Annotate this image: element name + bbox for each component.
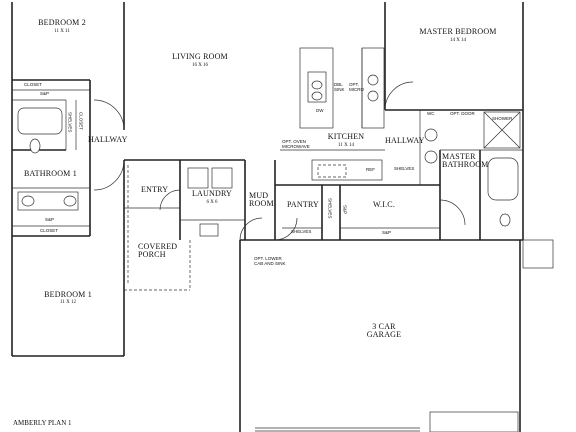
pantry-label: PANTRY [287, 200, 320, 209]
bath-fixtures [17, 74, 519, 237]
entry-label: ENTRY [141, 185, 169, 194]
plan-title: AMBERLY PLAN 1 [13, 419, 72, 427]
hallway-right-label: HALLWAY [385, 136, 425, 145]
closet-top-label: CLOSET [24, 82, 43, 87]
garage-label: 3 CAR GARAGE [366, 322, 402, 339]
bedroom2-label: BEDROOM 2 [38, 18, 86, 27]
closet-side-label: CLOSET [78, 112, 84, 131]
ref-note: REF [366, 167, 375, 172]
shelves-mud-label: SHELVES [327, 198, 333, 219]
bedroom2-dims: 11 X 11 [54, 29, 70, 34]
bedroom1-dims: 11 X 12 [60, 300, 76, 305]
laundry-dims: 6 X 6 [206, 200, 218, 205]
exterior-walls [11, 2, 524, 432]
interior-walls [12, 47, 554, 432]
mud-room-label: MUD ROOM [249, 191, 274, 208]
master-bedroom-dims: 14 X 14 [449, 38, 467, 43]
closet-bottom-label: CLOSET [40, 228, 59, 233]
shower-note: SHOWER [492, 116, 513, 121]
laundry-label: LAUNDRY [191, 189, 233, 198]
opt-micro-note: OPT. MICRO [349, 82, 364, 92]
covered-porch-label: COVERED PORCH [138, 242, 178, 259]
opt-oven-note: OPT. OVEN MICROWAVE [282, 139, 310, 149]
kitchen-label: KITCHEN [327, 132, 365, 141]
hallway-left-label: HALLWAY [88, 135, 128, 144]
opt-door-note: OPT. DOOR [450, 111, 475, 116]
shelves-master-note: SHELVES [394, 166, 415, 171]
wc-note: WC [427, 111, 435, 116]
dw-note: DW [316, 108, 324, 113]
bathroom1-label: BATHROOM 1 [24, 169, 77, 178]
sp-wic-label: S&P [342, 205, 348, 215]
dbl-sink-note: DBL SINK [334, 82, 345, 92]
kitchen-dims: 11 X 14 [338, 143, 354, 148]
living-room-label: LIVING ROOM [172, 52, 228, 61]
master-bedroom-label: MASTER BEDROOM [419, 27, 497, 36]
lower-cab-note: OPT. LOWER CAB AND SINK [254, 256, 286, 266]
sp-top-label: S&P [40, 91, 50, 96]
shelves-1-label: SHELVES [67, 112, 73, 133]
living-room-dims: 16 X 16 [191, 63, 209, 68]
shelves-pantry-label: SHELVES [291, 229, 312, 234]
master-bathroom-label: MASTER BATHROOM [442, 152, 489, 169]
sp-master-left-label: S&P [382, 230, 392, 235]
bedroom1-label: BEDROOM 1 [44, 290, 92, 299]
wic-label: W.I.C. [373, 200, 396, 209]
sp-bottom-label: S&P [45, 217, 55, 222]
